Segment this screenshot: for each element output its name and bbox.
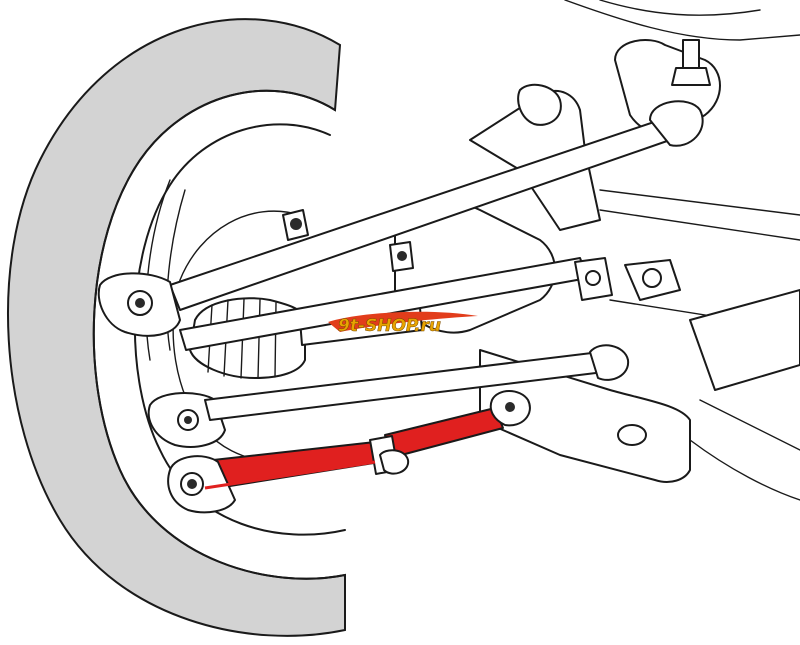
- toe-link-inner-section: [384, 407, 504, 459]
- logo-text: 9t-SHOP.ru: [338, 316, 441, 336]
- sway-bracket-nut: [642, 268, 662, 288]
- trailing-link-bolt: [585, 270, 601, 286]
- upper-control-arm-end: [649, 100, 704, 147]
- toe-link-inner-bolt: [505, 402, 515, 412]
- body-panel-top-2: [599, 0, 761, 16]
- body-panel-top: [564, 0, 800, 41]
- toe-link-lock-nut: [379, 449, 410, 475]
- shock-top-stud: [682, 39, 700, 71]
- lower-link-bushing: [589, 344, 630, 381]
- wheel-rim-outer: [92, 89, 346, 580]
- upper-links: [169, 100, 704, 351]
- toe-link-outer-bolt: [187, 479, 197, 489]
- logo-swoosh: [328, 311, 478, 332]
- lower-links: [204, 344, 630, 421]
- red-stripe-lower: [204, 460, 376, 490]
- shock-top-nut: [671, 67, 711, 86]
- subframe-bracket: [517, 83, 562, 126]
- rear-frame-lower: [689, 399, 800, 501]
- rear-frame-right: [689, 289, 800, 391]
- knuckle-arm: [479, 349, 691, 483]
- knuckle-lower-bolt-hole: [184, 416, 192, 424]
- adjustable-toe-link: [167, 390, 531, 514]
- knuckle-upper-bolt-hole: [135, 298, 145, 308]
- upper-mount-nut: [290, 218, 302, 230]
- shop-logo: 9t-SHOP.ru: [328, 311, 478, 336]
- center-bolt-nut: [397, 251, 407, 261]
- knuckle-arm-bolt-hole: [617, 424, 647, 446]
